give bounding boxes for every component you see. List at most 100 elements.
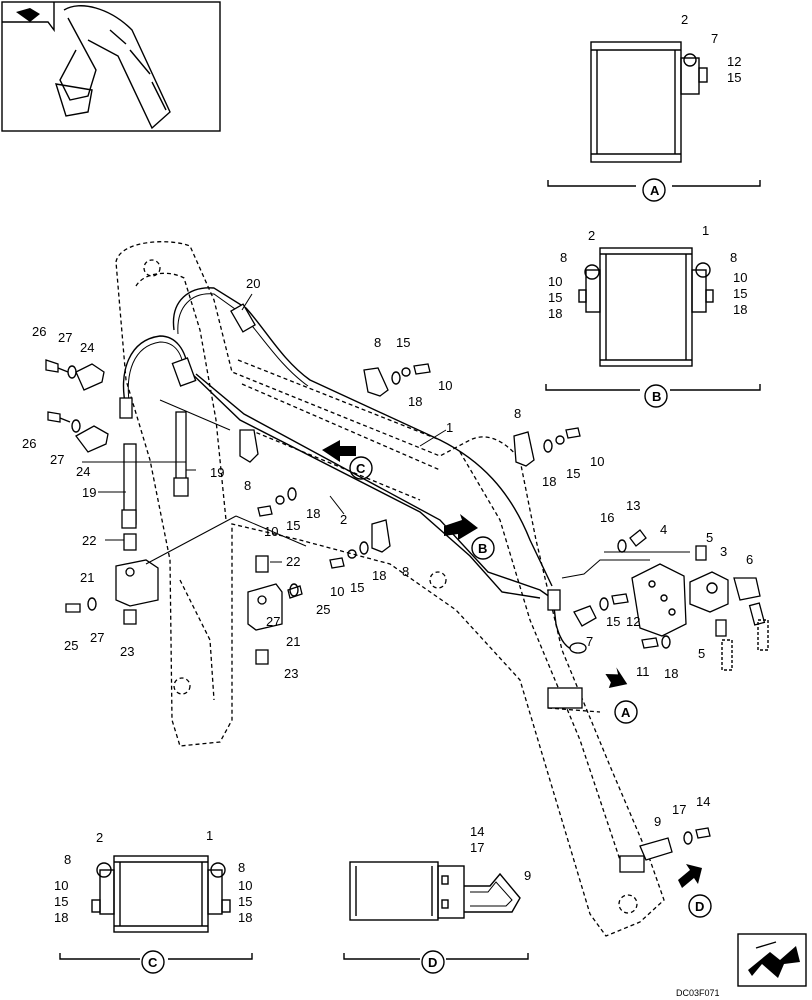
navigation-arrow-icon: [737, 933, 807, 987]
label-25: 25: [316, 602, 330, 617]
label-5: 5: [706, 530, 713, 545]
label-15: 15: [733, 286, 747, 301]
view-a-caption: A: [650, 183, 660, 198]
view-c-caption: C: [148, 955, 158, 970]
label-27: 27: [90, 630, 104, 645]
label-8: 8: [238, 860, 245, 875]
label-27: 27: [50, 452, 64, 467]
label-14: 14: [696, 794, 710, 809]
label-5: 5: [698, 646, 705, 661]
boom-outline: [115, 241, 665, 937]
label-9: 9: [654, 814, 661, 829]
label-13: 13: [626, 498, 640, 513]
label-7: 7: [711, 31, 718, 46]
label-22: 22: [82, 533, 96, 548]
leader-lines: [82, 293, 447, 565]
label-10: 10: [438, 378, 452, 393]
arrow-c-icon: [322, 440, 356, 462]
label-19: 19: [210, 465, 224, 480]
marker-b: B: [478, 541, 487, 556]
label-8: 8: [374, 335, 381, 350]
label-22: 22: [286, 554, 300, 569]
label-15: 15: [286, 518, 300, 533]
label-15: 15: [606, 614, 620, 629]
label-2: 2: [340, 512, 347, 527]
label-2: 2: [96, 830, 103, 845]
label-17: 17: [672, 802, 686, 817]
label-21: 21: [286, 634, 300, 649]
label-15: 15: [396, 335, 410, 350]
marker-c: C: [356, 461, 366, 476]
marker-a: A: [621, 705, 631, 720]
reference-code: DC03F071: [676, 988, 720, 998]
label-23: 23: [120, 644, 134, 659]
view-arrows: [322, 440, 702, 888]
label-10: 10: [238, 878, 252, 893]
label-18: 18: [733, 302, 747, 317]
label-10: 10: [733, 270, 747, 285]
label-10: 10: [590, 454, 604, 469]
detail-view-b: [545, 247, 761, 408]
label-2: 2: [588, 228, 595, 243]
label-8: 8: [402, 564, 409, 579]
label-1: 1: [702, 223, 709, 238]
label-18: 18: [664, 666, 678, 681]
label-9: 9: [524, 868, 531, 883]
label-2: 2: [681, 12, 688, 27]
thumbnail-locator: [1, 1, 221, 132]
label-18: 18: [238, 910, 252, 925]
label-1: 1: [446, 420, 453, 435]
label-24: 24: [80, 340, 94, 355]
arrow-d-icon: [678, 864, 702, 888]
label-20: 20: [246, 276, 260, 291]
label-15: 15: [548, 290, 562, 305]
label-10: 10: [548, 274, 562, 289]
label-8: 8: [64, 852, 71, 867]
label-18: 18: [408, 394, 422, 409]
hydraulic-lines: [119, 287, 587, 654]
label-26: 26: [22, 436, 36, 451]
callout-labels: 2 7 12 15 A 2 1 8 8 10 15 18 10 15 18 B …: [22, 12, 753, 998]
label-8: 8: [730, 250, 737, 265]
label-10: 10: [330, 584, 344, 599]
label-18: 18: [372, 568, 386, 583]
label-7: 7: [586, 634, 593, 649]
label-4: 4: [660, 522, 667, 537]
label-1: 1: [206, 828, 213, 843]
label-12: 12: [626, 614, 640, 629]
label-21: 21: [80, 570, 94, 585]
detail-view-c: [59, 855, 253, 974]
label-10: 10: [264, 524, 278, 539]
view-b-caption: B: [652, 389, 661, 404]
label-18: 18: [54, 910, 68, 925]
label-15: 15: [350, 580, 364, 595]
label-11: 11: [636, 664, 650, 679]
detail-view-a: [547, 41, 761, 202]
label-16: 16: [600, 510, 614, 525]
label-10: 10: [54, 878, 68, 893]
label-12: 12: [727, 54, 741, 69]
label-18: 18: [548, 306, 562, 321]
label-25: 25: [64, 638, 78, 653]
label-14: 14: [470, 824, 484, 839]
marker-d: D: [695, 899, 704, 914]
label-15: 15: [727, 70, 741, 85]
label-27: 27: [266, 614, 280, 629]
label-17: 17: [470, 840, 484, 855]
label-8: 8: [244, 478, 251, 493]
label-8: 8: [560, 250, 567, 265]
label-19: 19: [82, 485, 96, 500]
detail-view-d: [343, 861, 529, 974]
label-26: 26: [32, 324, 46, 339]
components: [45, 359, 769, 861]
arrow-b-icon: [444, 514, 478, 540]
label-8: 8: [514, 406, 521, 421]
view-d-caption: D: [428, 955, 437, 970]
label-18: 18: [306, 506, 320, 521]
label-15: 15: [566, 466, 580, 481]
label-15: 15: [238, 894, 252, 909]
label-18: 18: [542, 474, 556, 489]
label-23: 23: [284, 666, 298, 681]
label-24: 24: [76, 464, 90, 479]
